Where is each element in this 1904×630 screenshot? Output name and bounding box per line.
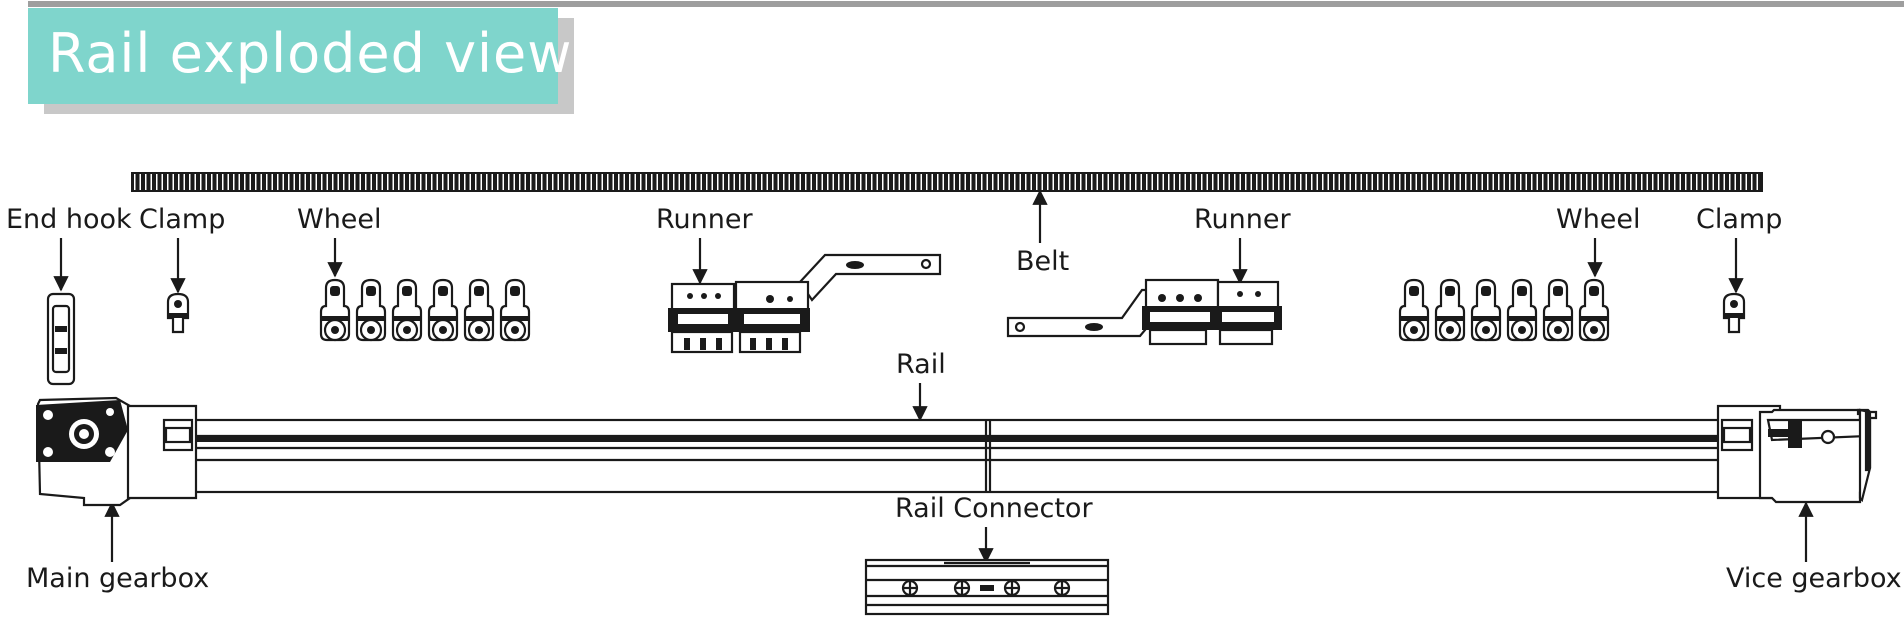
main-gearbox-part xyxy=(36,396,198,507)
label-clamp-left: Clamp xyxy=(139,204,225,235)
runner-left-part xyxy=(668,253,942,354)
label-vice-gearbox: Vice gearbox xyxy=(1726,563,1902,594)
rail-part xyxy=(158,418,1727,494)
clamp-left-part xyxy=(166,292,190,334)
wheels-right-part xyxy=(1398,278,1610,342)
label-clamp-right: Clamp xyxy=(1696,204,1782,235)
belt-part xyxy=(131,172,1763,192)
end-hook-part xyxy=(46,292,76,386)
label-wheel-right: Wheel xyxy=(1556,204,1641,235)
label-rail: Rail xyxy=(896,349,946,380)
leader-arrows xyxy=(53,189,1814,564)
label-wheel-left: Wheel xyxy=(297,204,382,235)
label-main-gearbox: Main gearbox xyxy=(26,563,209,594)
vice-gearbox-part xyxy=(1716,404,1878,504)
label-rail-connector: Rail Connector xyxy=(895,493,1093,524)
wheels-left-part xyxy=(319,278,531,342)
title-block: Rail exploded view xyxy=(28,1,1904,114)
runner-right-part xyxy=(1006,278,1282,346)
title-background xyxy=(28,8,558,104)
label-belt: Belt xyxy=(1016,246,1069,277)
label-runner-right: Runner xyxy=(1194,204,1291,235)
label-end-hook: End hook xyxy=(6,204,132,235)
page-title: Rail exploded view xyxy=(48,22,572,85)
rail-connector-part xyxy=(864,558,1110,616)
label-runner-left: Runner xyxy=(656,204,753,235)
clamp-right-part xyxy=(1722,292,1746,334)
